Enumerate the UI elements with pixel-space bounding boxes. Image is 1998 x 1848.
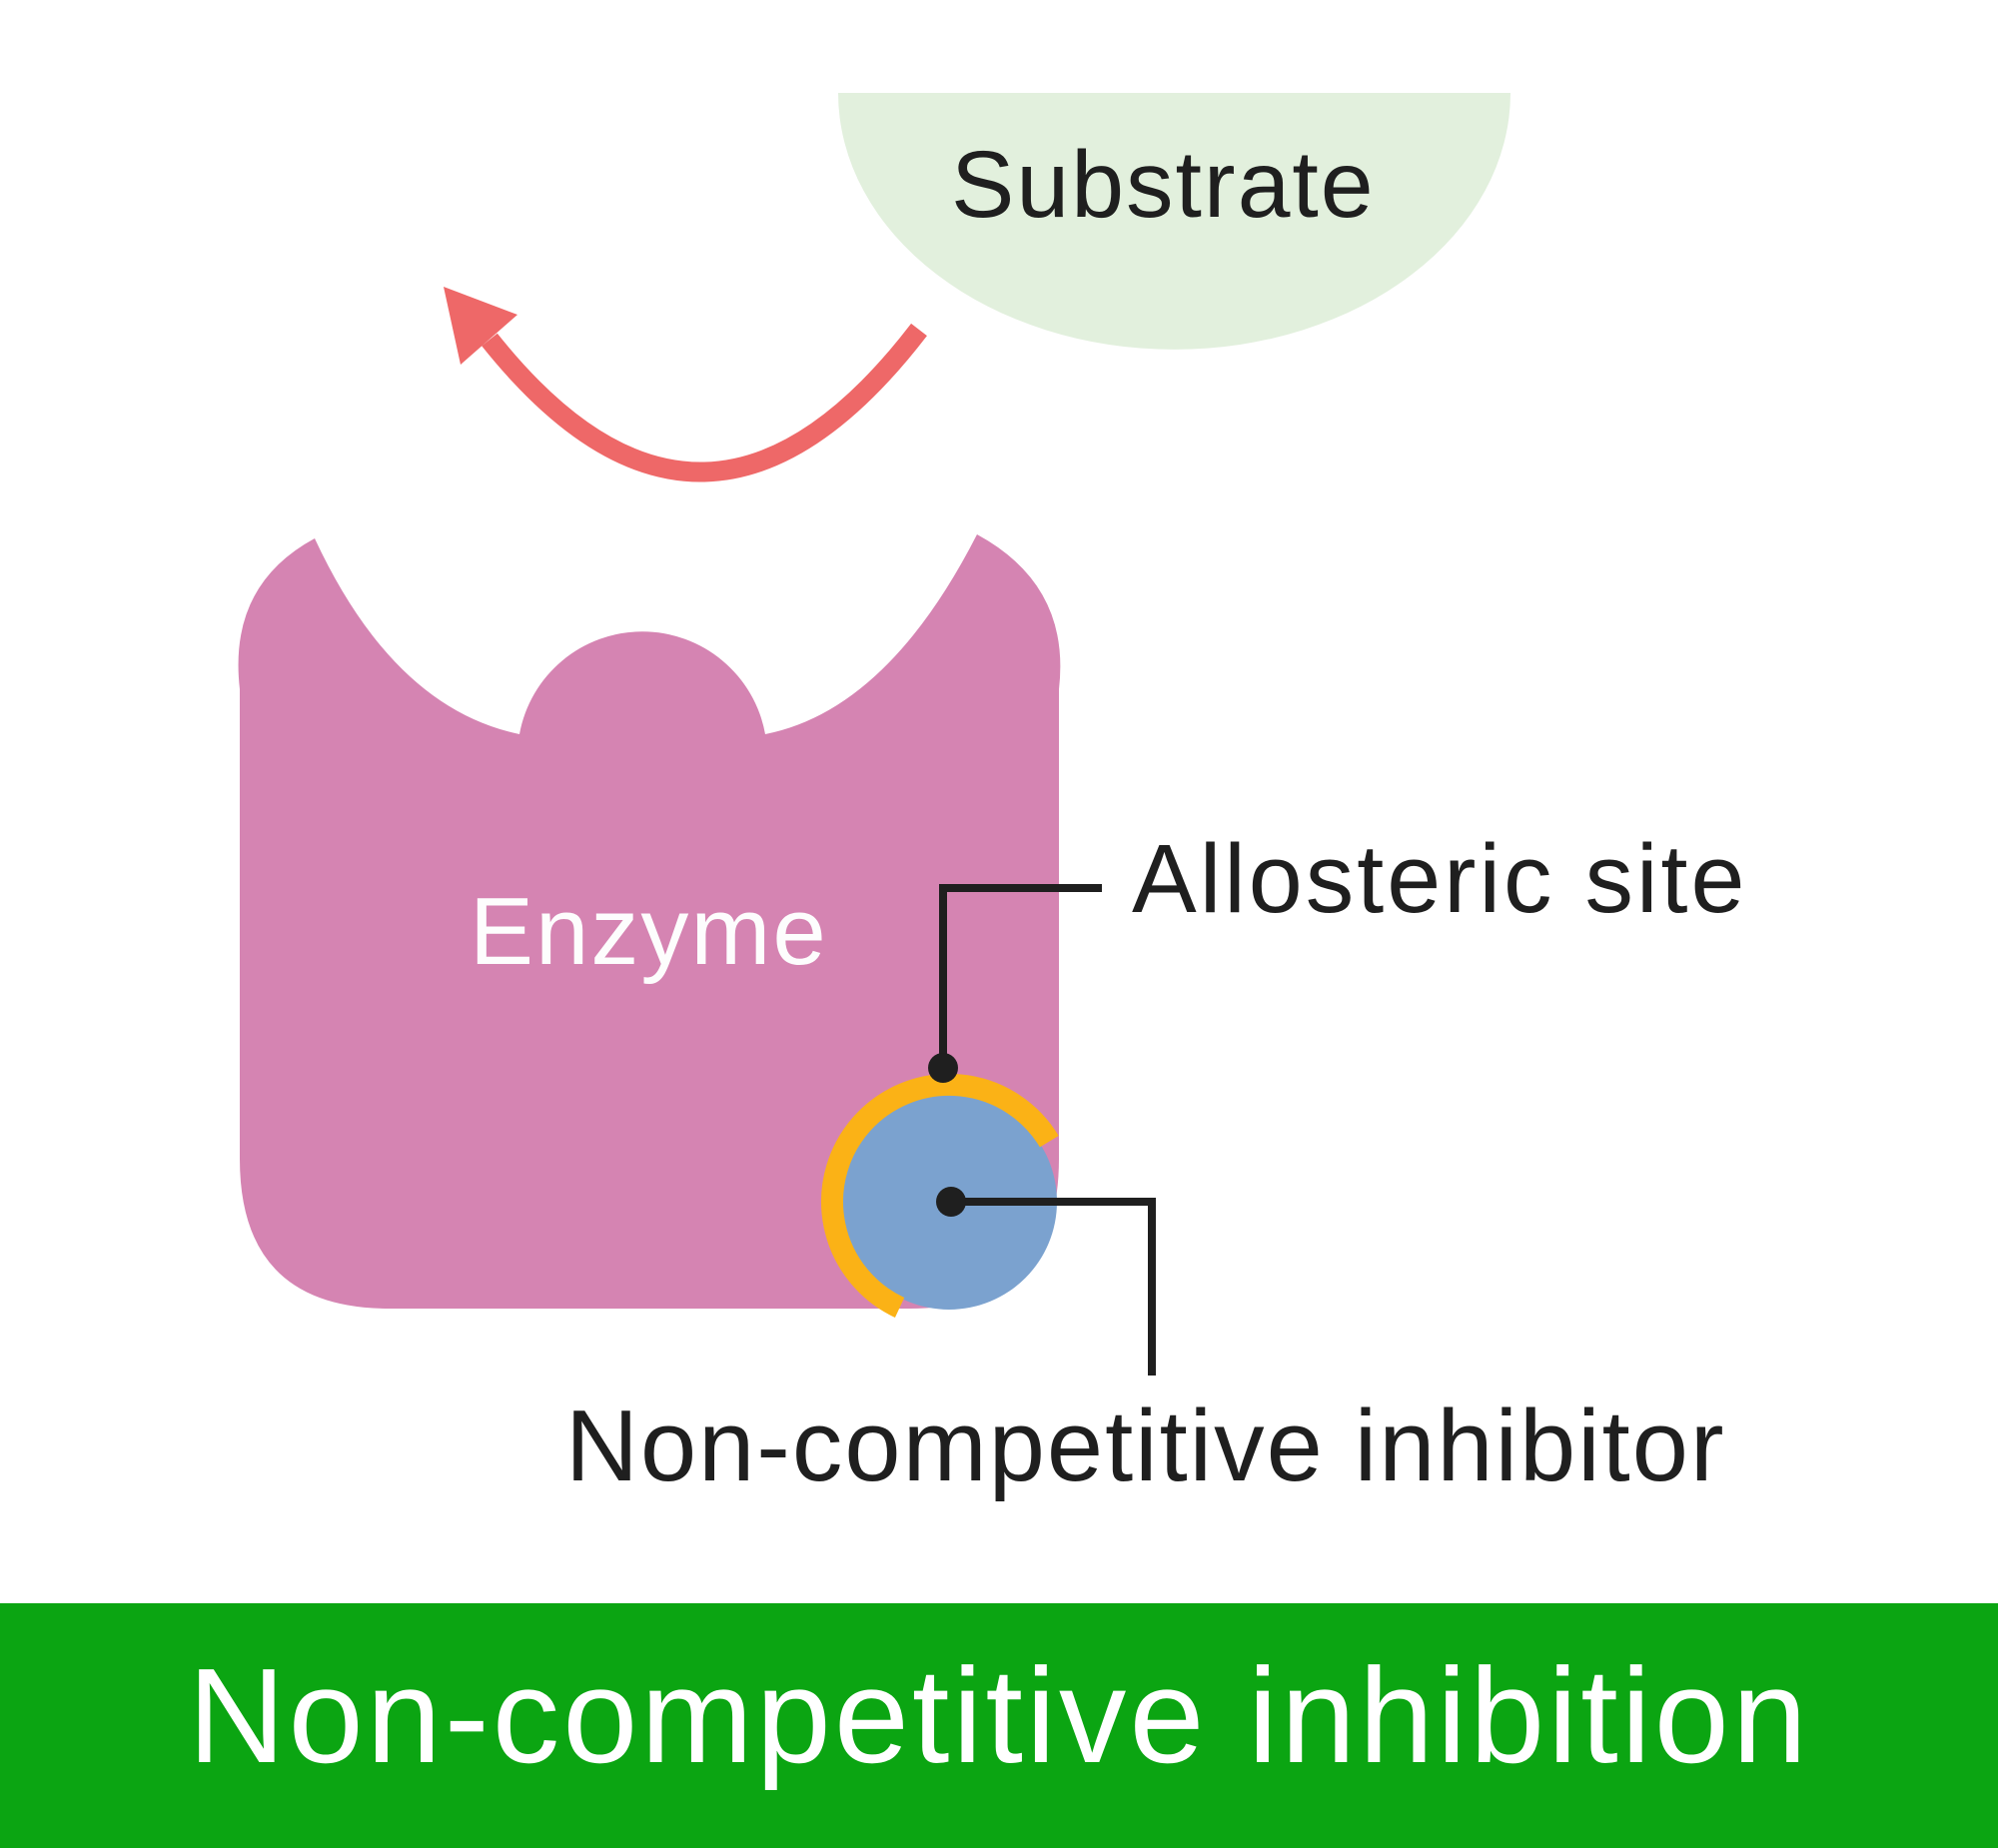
allosteric-site-dot xyxy=(928,1053,958,1083)
inhibitor-connector-line xyxy=(951,1198,1156,1376)
enzyme-shape xyxy=(238,534,1061,1309)
substrate-shape xyxy=(838,93,1510,350)
inhibitor-dot xyxy=(936,1187,966,1217)
footer-bar xyxy=(0,1603,1998,1848)
reaction-arrowhead-icon xyxy=(444,287,517,365)
allosteric-site-label: Allosteric site xyxy=(1132,824,1748,933)
reaction-arrow-curve xyxy=(482,323,927,482)
allosteric-connector-line xyxy=(939,884,1102,1068)
allosteric-site-arc xyxy=(821,1074,1059,1318)
non-competitive-inhibitor-label: Non-competitive inhibitor xyxy=(565,1390,1726,1502)
enzyme-label: Enzyme xyxy=(470,878,828,985)
footer-title: Non-competitive inhibition xyxy=(188,1640,1810,1791)
substrate-label: Substrate xyxy=(951,132,1376,238)
